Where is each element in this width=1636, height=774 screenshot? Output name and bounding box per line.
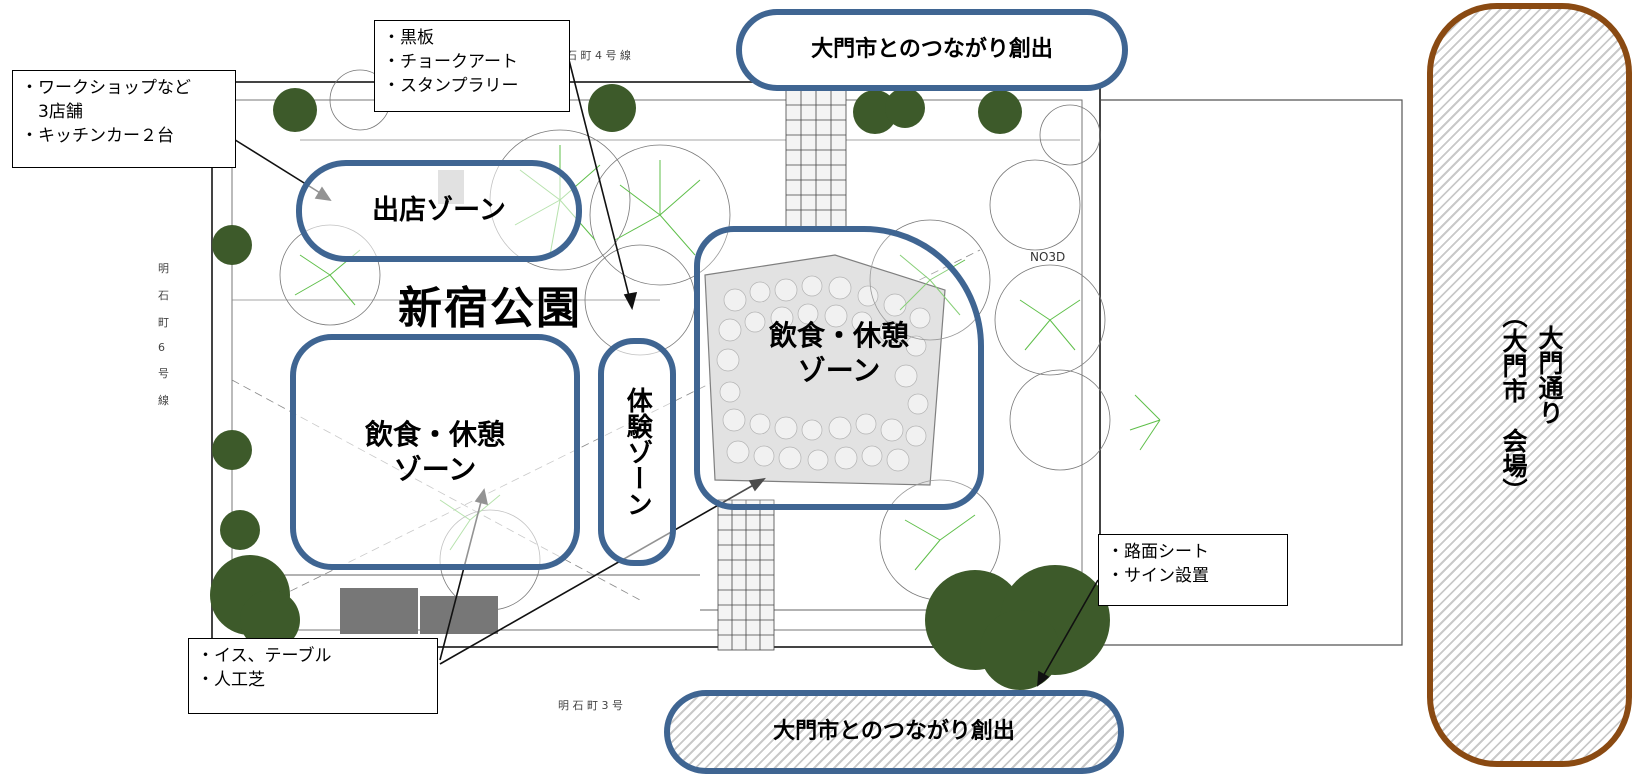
callout-line: ・チョークアート xyxy=(383,51,518,72)
callout-line: ・サイン設置 xyxy=(1107,565,1209,586)
left-road-char: 石 xyxy=(158,289,169,302)
dining-zone-left-label: 飲食・休憩 ゾーン xyxy=(365,417,505,487)
callout-seating: ・イス、テーブル ・人工芝 xyxy=(188,638,438,714)
building-block xyxy=(340,588,418,634)
callout-line: ・人工芝 xyxy=(197,669,265,690)
left-road-label: 明 石 町 6 号 線 xyxy=(158,260,169,408)
connection-zone-top: 大門市とのつながり創出 xyxy=(736,9,1128,91)
experience-zone-line1: 体験 xyxy=(622,387,653,439)
tree-clusters xyxy=(210,84,1110,690)
venue-title: 大門通り xyxy=(1535,325,1564,425)
venue-street-area: 大門通り （大門市 会場） xyxy=(1427,3,1632,767)
callout-line: ・イス、テーブル xyxy=(197,646,332,666)
callout-line: ・ワークショップなど xyxy=(21,78,191,98)
callout-workshop: ・ワークショップなど 3店舗 ・キッチンカー２台 xyxy=(12,70,236,168)
dining-zone-right-line1: 飲食・休憩 xyxy=(768,319,909,352)
left-road-char: 6 xyxy=(158,341,165,354)
plaque-label: NO3D xyxy=(1030,250,1066,264)
callout-blackboard: ・黒板 ・チョークアート ・スタンプラリー xyxy=(374,20,570,112)
venue-subtitle: （大門市 会場） xyxy=(1499,303,1528,503)
callout-line: 3店舗 xyxy=(21,101,83,122)
park-boundary xyxy=(211,81,1101,648)
connection-zone-bottom: 大門市とのつながり創出 xyxy=(664,690,1124,774)
walkway-bottom xyxy=(717,499,775,651)
adjacent-lot-outline xyxy=(1100,99,1403,646)
dining-zone-left: 飲食・休憩 ゾーン xyxy=(290,334,580,570)
bottom-road-label: 明 石 町 3 号 xyxy=(558,699,623,712)
left-road-char: 号 xyxy=(158,367,169,380)
experience-zone-line2: ゾーン xyxy=(622,439,653,517)
left-road-char: 明 xyxy=(158,262,169,275)
callout-line: ・キッチンカー２台 xyxy=(21,125,174,146)
dining-zone-right: 飲食・休憩 ゾーン xyxy=(694,226,984,510)
shop-zone: 出店ゾーン xyxy=(296,160,582,262)
callout-line: ・スタンプラリー xyxy=(383,75,519,96)
shop-zone-label: 出店ゾーン xyxy=(372,195,506,227)
top-road-label: 石 町 4 号 線 xyxy=(566,49,631,62)
dining-zone-left-line1: 飲食・休憩 xyxy=(364,418,505,451)
connection-zone-top-label: 大門市とのつながり創出 xyxy=(811,37,1053,63)
callout-line: ・黒板 xyxy=(383,28,434,48)
callout-signage: ・路面シート ・サイン設置 xyxy=(1098,534,1288,606)
experience-zone-label: 体験 ゾーン xyxy=(621,387,654,517)
left-road-char: 町 xyxy=(158,316,169,329)
walkway-top xyxy=(785,89,847,231)
left-road-char: 線 xyxy=(158,394,169,407)
park-name: 新宿公園 xyxy=(398,283,582,334)
dining-zone-right-line2: ゾーン xyxy=(797,354,881,387)
building-block xyxy=(420,596,498,634)
callout-line: ・路面シート xyxy=(1107,542,1209,562)
dining-zone-left-line2: ゾーン xyxy=(393,453,477,486)
connection-zone-bottom-label: 大門市とのつながり創出 xyxy=(773,719,1015,745)
experience-zone: 体験 ゾーン xyxy=(598,338,676,566)
dining-zone-right-label: 飲食・休憩 ゾーン xyxy=(769,318,909,388)
